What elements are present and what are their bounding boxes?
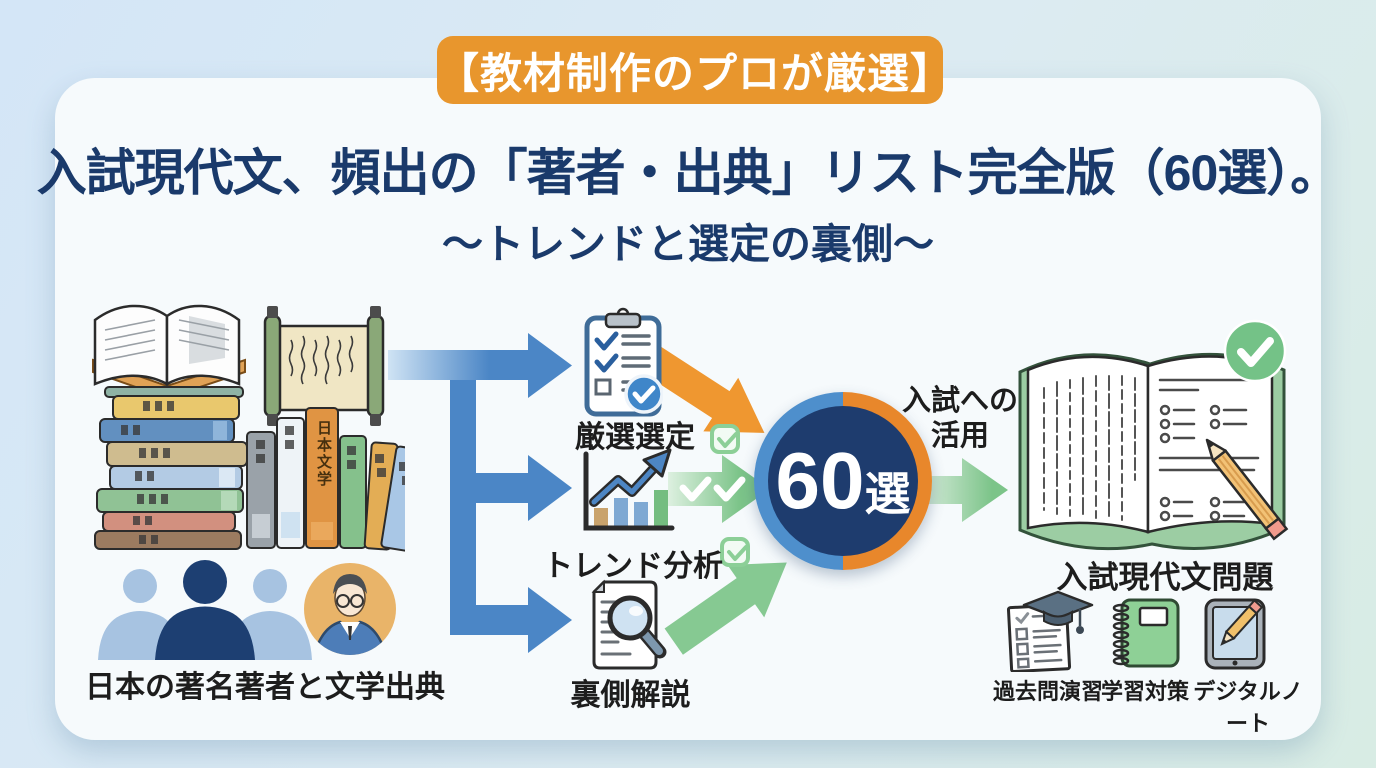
step-label-selection: 厳選選定 [575, 421, 695, 454]
notebook-icon [1112, 598, 1180, 668]
result-item-label: デジタルノート [1193, 679, 1303, 736]
books-and-scroll-illustration [92, 304, 405, 552]
header-badge-label: 【教材制作のプロが厳選】 [437, 49, 954, 97]
person-silhouette-primary [155, 560, 255, 660]
clipboard-checklist-icon [584, 307, 663, 417]
author-avatar [304, 563, 396, 655]
step-label-explanation: 裏側解説 [570, 679, 691, 712]
standing-books [246, 407, 405, 552]
document-magnifier-icon [591, 579, 667, 670]
trend-chart-icon [583, 448, 675, 531]
pencil-icon [1205, 438, 1289, 541]
right-caption: 入試現代文問題 [1056, 560, 1274, 595]
usage-label: 入試への 活用 [901, 385, 1018, 452]
result-item-label: 過去問演習 [992, 679, 1103, 704]
count-number: 60 [775, 436, 865, 525]
scroll-icon [263, 306, 385, 426]
count-circle-inner: 60 選 [768, 406, 918, 556]
result-item-label: 学習対策 [1100, 679, 1189, 704]
step-label-trend: トレンド分析 [543, 550, 723, 583]
page-subtitle: ～トレンドと選定の裏側～ [442, 221, 934, 267]
graduation-cap-icon [1022, 590, 1094, 634]
count-circle: 60 選 [754, 392, 932, 570]
book-stack [94, 386, 248, 550]
left-caption: 日本の著名著者と文学出典 [85, 671, 445, 704]
book-spine-title: 日本文学 [315, 420, 332, 488]
check-circle-icon [1223, 319, 1287, 383]
header-badge: 【教材制作のプロが厳選】 [437, 36, 954, 104]
page-title: 入試現代文、頻出の「著者・出典」リスト完全版（60選）。 [36, 145, 1341, 201]
open-book-icon [92, 304, 246, 400]
past-exam-icon [1006, 590, 1094, 672]
tablet-pencil-icon [1204, 598, 1266, 670]
exam-book-illustration [1018, 352, 1289, 551]
authors-illustration [98, 560, 396, 660]
count-unit: 選 [864, 468, 911, 520]
